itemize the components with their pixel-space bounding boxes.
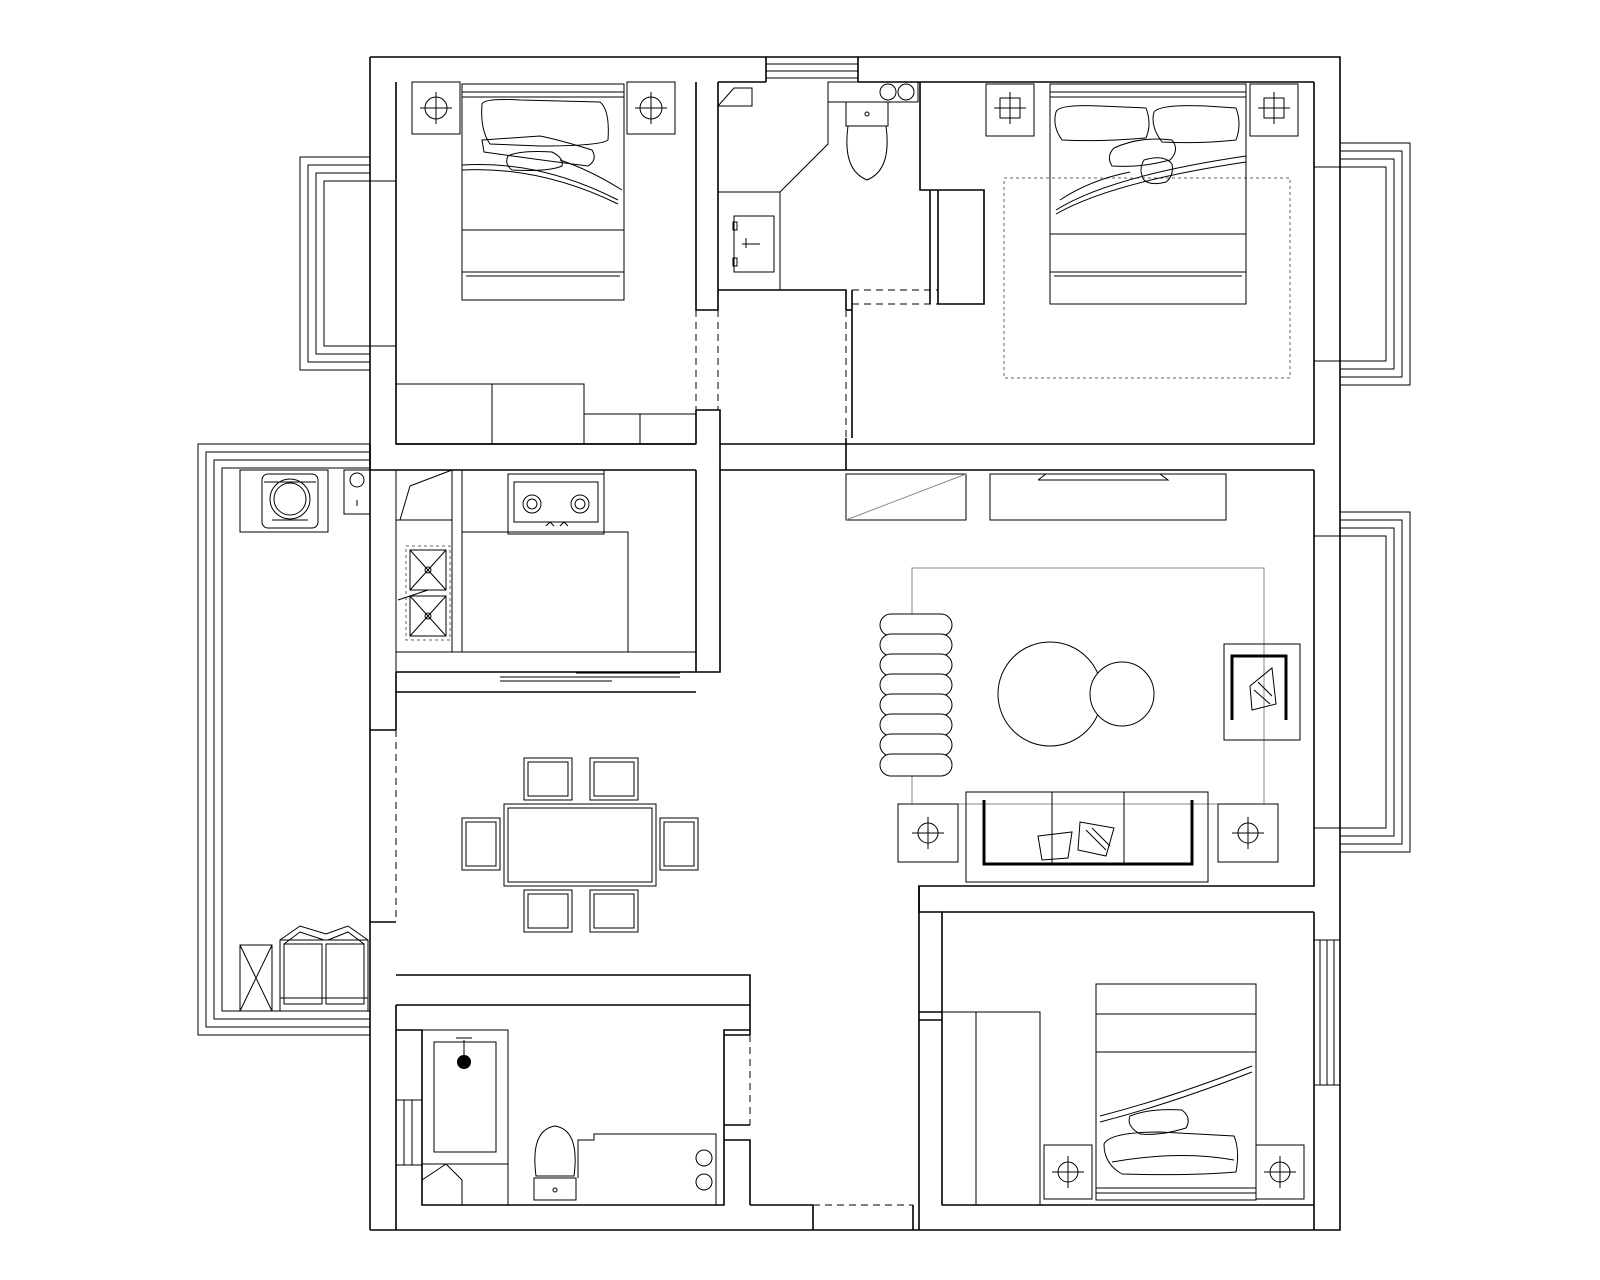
dining-chair-icon	[589, 889, 639, 933]
side-table-lamp-icon	[1217, 803, 1279, 863]
living-room	[845, 473, 1301, 883]
kitchen-counter	[395, 470, 696, 672]
bathtub-icon	[421, 1029, 509, 1205]
bed-icon	[461, 83, 625, 301]
stove-icon	[507, 473, 605, 535]
bed-icon	[1049, 83, 1247, 305]
shower-tray-icon	[421, 1163, 463, 1205]
window-top-bath	[766, 56, 858, 79]
nightstand-lamp-icon	[985, 83, 1035, 137]
wardrobe-icon	[395, 383, 697, 445]
bay-window-right-bedroom	[1314, 142, 1411, 386]
bedroom-top-left	[395, 81, 697, 445]
washing-machine-icon	[239, 469, 329, 533]
nightstand-lamp-icon	[1043, 1144, 1093, 1200]
toilet-icon	[827, 81, 919, 181]
balcony	[239, 469, 371, 1012]
toilet-icon	[533, 1125, 577, 1201]
bathroom-top	[717, 81, 919, 291]
nightstand-lamp-icon	[626, 81, 676, 135]
sofa-icon	[965, 791, 1209, 883]
dining-chair-icon	[461, 817, 501, 871]
bedroom-top-right	[985, 83, 1299, 379]
window-bottom-bath	[396, 1099, 422, 1166]
kitchen	[395, 469, 696, 682]
wardrobe-icon	[941, 1011, 1041, 1206]
door-openings	[369, 289, 943, 1231]
lounge-chair-icon	[879, 613, 953, 777]
rug	[911, 567, 1265, 805]
interior-walls	[369, 57, 1314, 1230]
outer-walls	[369, 56, 1341, 1231]
dining-table	[503, 803, 657, 887]
nightstand-lamp-icon	[411, 81, 461, 135]
utility-sink-icon	[343, 469, 371, 515]
bedroom-bottom-right	[941, 983, 1305, 1206]
dining-chair-icon	[523, 889, 573, 933]
vanity-icon	[577, 1133, 717, 1205]
tv-cabinet-icon	[845, 473, 1227, 521]
balcony-enclosure	[197, 443, 370, 1036]
coffee-table-icon	[997, 641, 1155, 747]
dining-chair-icon	[589, 757, 639, 801]
shower-corner-icon	[717, 87, 753, 107]
storage-cabinet-icon	[239, 944, 273, 1012]
sink-icon	[717, 191, 781, 291]
bathroom-bottom	[421, 1029, 717, 1205]
rug	[1003, 177, 1291, 379]
bay-window-living-room	[1314, 511, 1411, 853]
bay-window-left-bedroom	[299, 156, 396, 371]
sliding-door-icon	[500, 672, 680, 682]
window-bottom-right-bedroom	[1314, 939, 1340, 1086]
double-sink-icon	[397, 545, 451, 641]
armchair-icon	[1223, 643, 1301, 741]
bed-icon	[1095, 983, 1257, 1201]
balcony-chairs-icon	[279, 925, 369, 1011]
dining-chair-icon	[659, 817, 699, 871]
dining-area	[461, 757, 699, 933]
nightstand-lamp-icon	[1249, 83, 1299, 137]
corner-shelf-icon	[399, 469, 453, 521]
nightstand-lamp-icon	[1255, 1144, 1305, 1200]
side-table-lamp-icon	[897, 803, 959, 863]
dining-chair-icon	[523, 757, 573, 801]
